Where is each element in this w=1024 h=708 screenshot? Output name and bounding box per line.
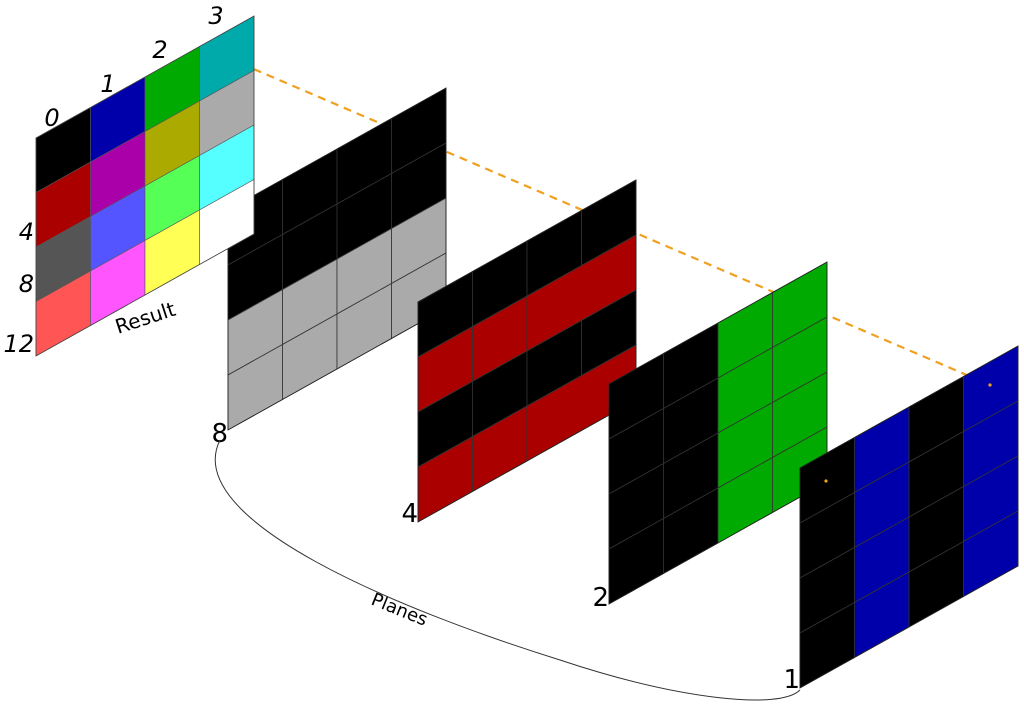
plane-2: 2 [592,261,828,613]
plane-8: 8 [211,87,447,449]
guide-endpoint-dot [824,479,828,483]
plane-value-label: 4 [401,499,418,529]
guide-lines-front [824,383,992,483]
plane-value-label: 1 [783,665,800,695]
planes-label: Planes [368,589,430,630]
plane-value-label: 8 [211,419,228,449]
result-row-label: 8 [19,270,34,298]
result-row-label: 4 [19,218,34,246]
result-column-label: 0 [44,104,59,132]
plane-border [799,345,1019,689]
planes-group: 8 4 2 1 [211,87,1019,695]
plane-1: 1 [783,345,1019,695]
result-column-label: 3 [208,2,223,30]
guide-endpoint-dot [988,383,992,387]
plane-value-label: 2 [592,583,609,613]
result-column-label: 2 [152,36,167,64]
guide-line-top [227,56,991,387]
planes-brace-curve [214,439,801,701]
plane-4: 4 [401,179,637,529]
result-row-label: 12 [3,330,34,358]
result-column-label: 1 [100,70,115,98]
result-grid-border [35,15,255,357]
